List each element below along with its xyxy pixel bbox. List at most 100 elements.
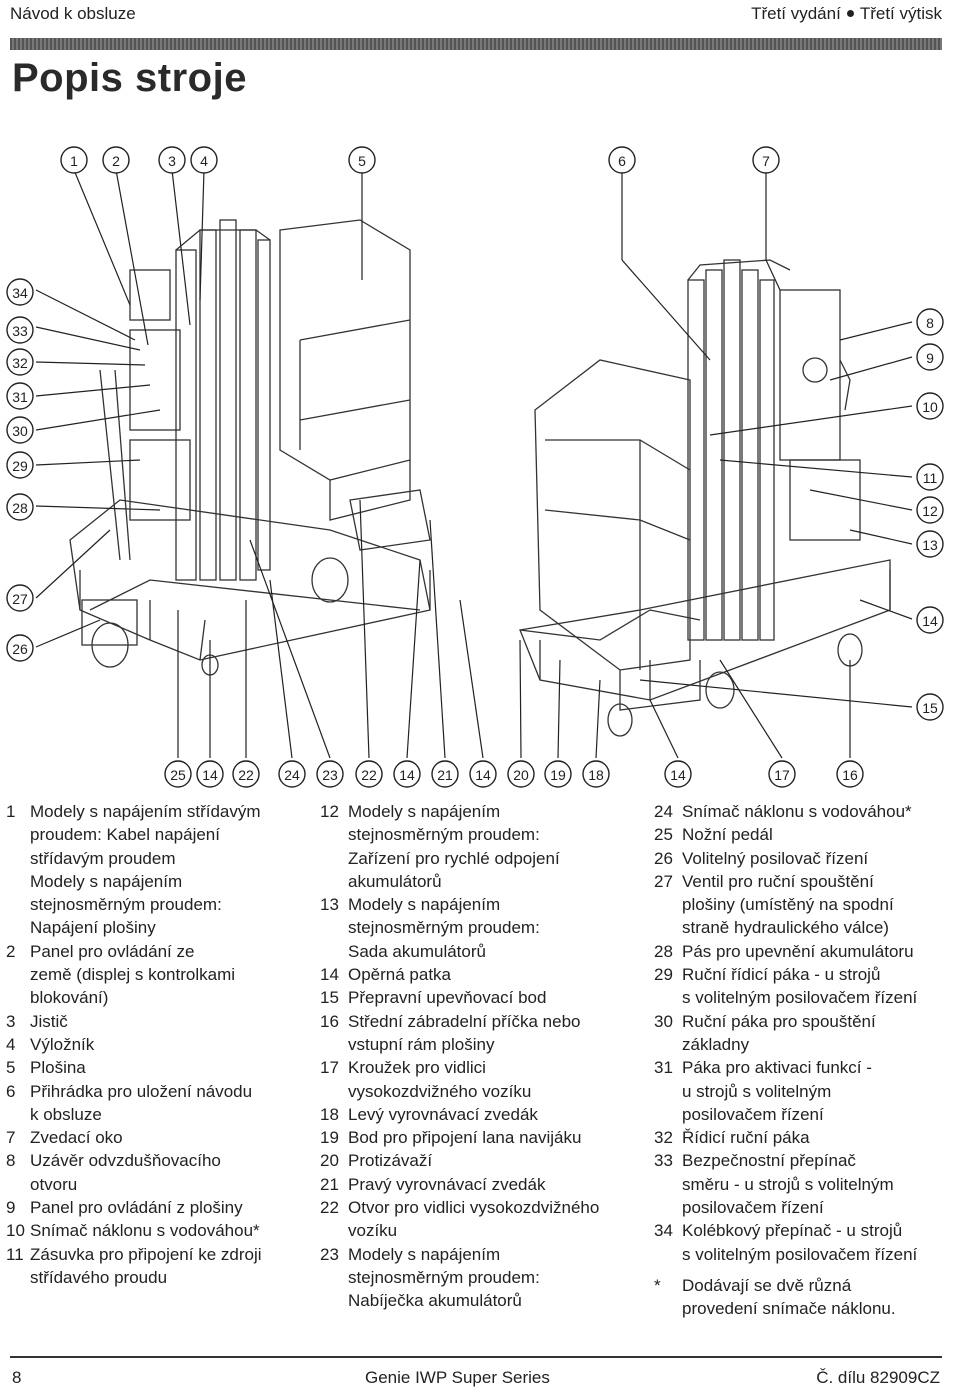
legend-number: 22 <box>320 1198 339 1218</box>
legend-item: 25 Nožní pedál <box>654 823 954 846</box>
callout-number: 30 <box>12 423 28 439</box>
legend-number: 18 <box>320 1104 339 1124</box>
callout-circle <box>6 278 34 306</box>
callout-number: 13 <box>922 537 938 553</box>
callout-number: 18 <box>588 767 604 783</box>
legend-text: Modely s napájením střídavým proudem: Ka… <box>30 802 261 938</box>
callout-circle <box>664 760 692 788</box>
header-right: Třetí vydání Třetí výtisk <box>751 4 942 24</box>
legend-text: Nožní pedál <box>682 825 773 845</box>
legend-text: Volitelný posilovač řízení <box>682 848 869 868</box>
callout-28: 28 <box>6 493 34 521</box>
callout-circle <box>102 146 130 174</box>
callout-number: 8 <box>926 315 934 331</box>
callout-circle <box>60 146 88 174</box>
callout-number: 3 <box>168 153 176 169</box>
legend-text: Pás pro upevnění akumulátoru <box>682 941 914 961</box>
legend-text: Uzávěr odvzdušňovacího otvoru <box>30 1151 221 1194</box>
callout-circle <box>6 316 34 344</box>
callout-circle <box>393 760 421 788</box>
legend-number: 32 <box>654 1128 673 1148</box>
callout-circle <box>164 760 192 788</box>
callout-number: 22 <box>238 767 254 783</box>
callout-circle <box>431 760 459 788</box>
callout-32: 32 <box>6 348 34 376</box>
legend-number: 30 <box>654 1011 673 1031</box>
legend-text: Kolébkový přepínač - u strojů s voliteln… <box>682 1221 918 1264</box>
callout-circle <box>916 308 944 336</box>
callout-14: 14 <box>469 760 497 788</box>
legend-number: 3 <box>6 1011 16 1031</box>
callout-circle <box>6 451 34 479</box>
callout-number: 12 <box>922 503 938 519</box>
callout-number: 14 <box>922 613 938 629</box>
legend-text: Jistič <box>30 1011 68 1031</box>
legend-number: 31 <box>654 1058 673 1078</box>
legend-text: Opěrná patka <box>348 965 452 985</box>
edition-label: Třetí vydání <box>751 4 841 23</box>
callout-number: 11 <box>923 470 938 486</box>
callout-number: 14 <box>399 767 415 783</box>
callout-circle <box>6 382 34 410</box>
callout-circle <box>836 760 864 788</box>
callout-circle <box>232 760 260 788</box>
callout-number: 14 <box>202 767 218 783</box>
callout-34: 34 <box>6 278 34 306</box>
callout-3: 3 <box>158 146 186 174</box>
legend-number: 12 <box>320 802 339 821</box>
legend-number: 11 <box>6 1244 24 1264</box>
callout-number: 24 <box>284 767 300 783</box>
header-divider <box>10 38 942 50</box>
legend-text: Protizávaží <box>348 1151 433 1171</box>
callout-6: 6 <box>608 146 636 174</box>
callout-number: 29 <box>12 458 28 474</box>
legend-text: Přepravní upevňovací bod <box>348 988 547 1008</box>
legend-text: Bod pro připojení lana navijáku <box>348 1128 582 1148</box>
legend-number: 7 <box>6 1128 16 1148</box>
callout-14: 14 <box>196 760 224 788</box>
callout-9: 9 <box>916 343 944 371</box>
callout-number: 1 <box>70 153 78 169</box>
legend-number: 19 <box>320 1128 339 1148</box>
legend-text: Zásuvka pro připojení ke zdroji střídavé… <box>30 1244 262 1287</box>
callout-number: 31 <box>12 389 28 405</box>
callout-21: 21 <box>431 760 459 788</box>
callout-circle <box>916 392 944 420</box>
callout-12: 12 <box>916 496 944 524</box>
callout-18: 18 <box>582 760 610 788</box>
callout-number: 2 <box>112 153 120 169</box>
legend-text: Zvedací oko <box>30 1128 123 1148</box>
callout-circle <box>916 343 944 371</box>
callout-31: 31 <box>6 382 34 410</box>
callout-number: 21 <box>437 767 453 783</box>
callout-23: 23 <box>316 760 344 788</box>
legend-text: Ventil pro ruční spouštění plošiny (umís… <box>682 871 894 938</box>
callout-15: 15 <box>916 693 944 721</box>
legend-item: *Dodávají se dvě různá provedení snímače… <box>654 1274 954 1321</box>
legend-number: 25 <box>654 825 673 845</box>
callout-circle <box>190 146 218 174</box>
callout-number: 14 <box>670 767 686 783</box>
callout-number: 23 <box>322 767 338 783</box>
callout-circle <box>768 760 796 788</box>
legend-number: 21 <box>320 1174 339 1194</box>
print-label: Třetí výtisk <box>859 4 942 23</box>
footer-part-number: Č. dílu 82909CZ <box>816 1368 940 1387</box>
legend-number: 4 <box>6 1034 16 1054</box>
callout-number: 16 <box>842 767 858 783</box>
callout-circle <box>6 348 34 376</box>
legend-text: Levý vyrovnávací zvedák <box>348 1104 538 1124</box>
